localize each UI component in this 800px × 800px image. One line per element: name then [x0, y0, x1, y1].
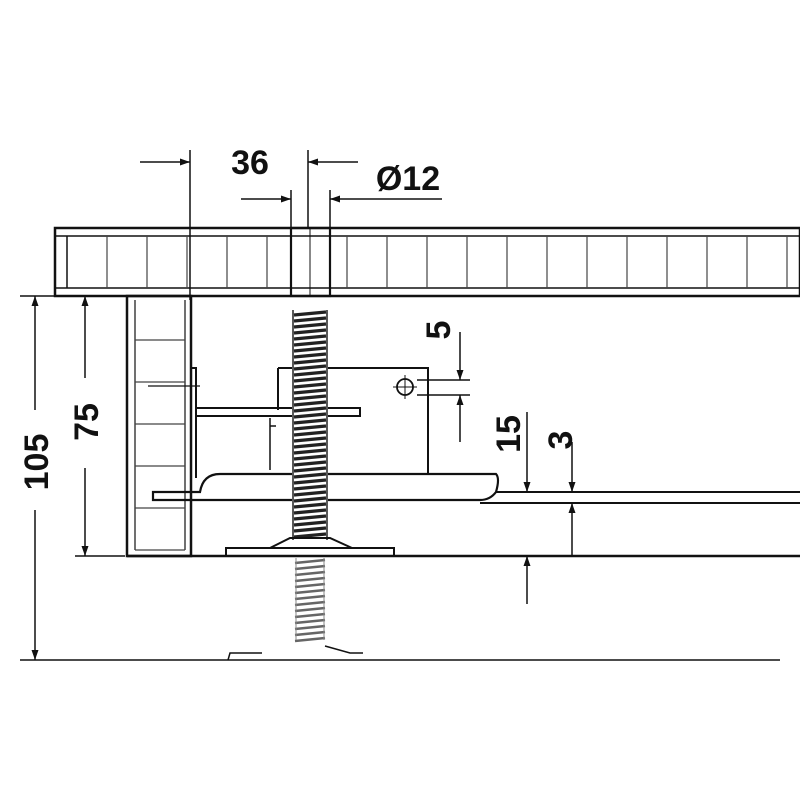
dimension-3-label: 3 — [542, 431, 580, 450]
dimension-15-label: 15 — [490, 415, 528, 453]
dimension-36: 36 — [140, 144, 358, 300]
dimension-105-label: 105 — [18, 434, 56, 491]
side-hatch-cells — [135, 339, 185, 551]
dimension-75: 75 — [68, 296, 125, 557]
dimension-15: 15 — [490, 412, 531, 604]
dimension-3: 3 — [542, 431, 580, 556]
foot-base — [127, 537, 800, 558]
dimension-105: 105 — [18, 295, 125, 660]
bolt-thread-lower — [294, 558, 326, 643]
dimension-75-label: 75 — [68, 403, 106, 441]
threaded-bolt — [289, 226, 332, 643]
panel-hatch-cells — [106, 236, 788, 288]
dimension-5: 5 — [417, 321, 470, 442]
dimension-diameter-12-label: Ø12 — [376, 160, 440, 198]
top-panel — [53, 226, 800, 298]
floor-line — [20, 645, 780, 661]
dimension-diameter-12: Ø12 — [241, 160, 442, 228]
dimension-5-label: 5 — [420, 321, 458, 340]
side-panel — [125, 294, 200, 558]
bolt-thread — [292, 310, 328, 540]
dimension-36-label: 36 — [231, 144, 269, 182]
support-plate — [151, 472, 800, 504]
